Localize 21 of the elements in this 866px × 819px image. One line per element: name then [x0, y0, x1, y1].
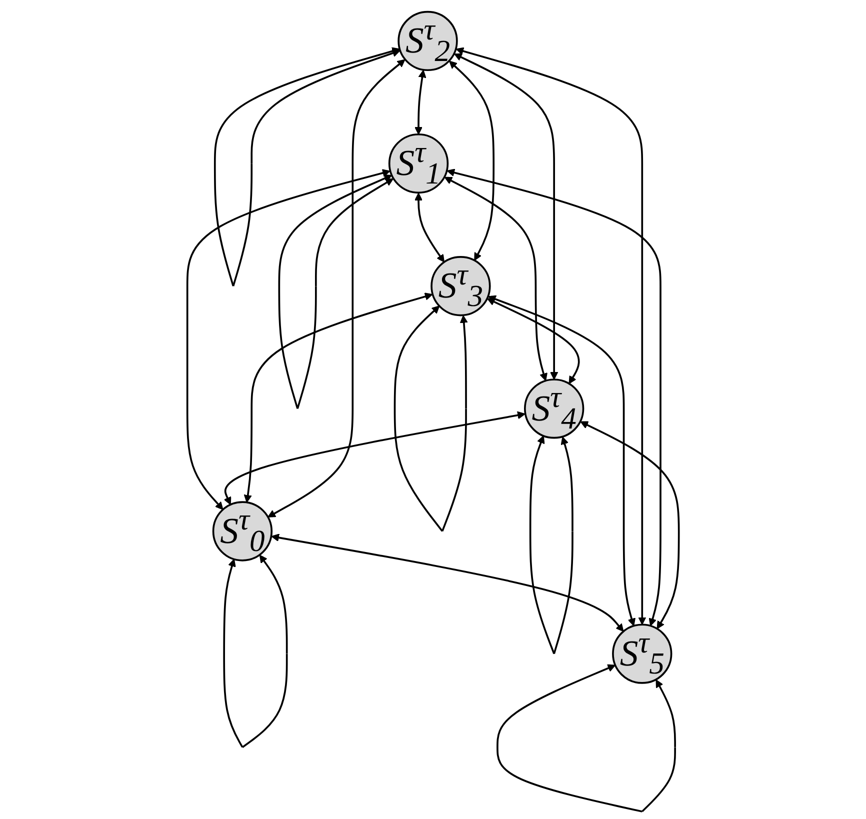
arrow	[414, 192, 444, 262]
arrow	[486, 298, 580, 384]
arrow	[496, 664, 676, 812]
arrow	[271, 534, 624, 632]
arrow	[223, 554, 288, 748]
arrow	[488, 295, 636, 626]
arrow	[446, 168, 662, 626]
arrow	[454, 53, 558, 380]
arrow	[444, 176, 548, 382]
arrow	[580, 421, 680, 630]
arrow	[268, 59, 406, 518]
arrow	[394, 306, 468, 532]
arrow	[278, 174, 394, 409]
arrow	[214, 47, 400, 286]
arrow	[244, 292, 433, 503]
arrow	[186, 169, 390, 510]
arrow	[448, 60, 494, 261]
arrow	[456, 47, 646, 625]
arrow	[529, 436, 574, 654]
arrow	[414, 70, 426, 135]
arrow	[224, 411, 526, 505]
